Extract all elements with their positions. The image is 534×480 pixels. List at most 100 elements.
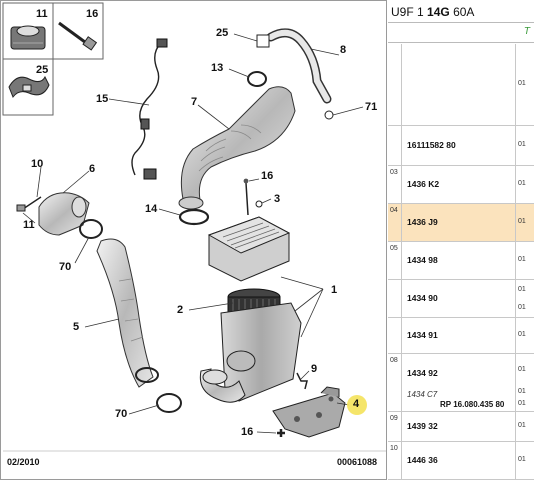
part-number[interactable]: 1439 32 bbox=[407, 421, 438, 431]
table-row[interactable]: 1434 90 01 01 bbox=[388, 280, 534, 318]
hose-clip-71 bbox=[324, 110, 334, 120]
model-bold: 14G bbox=[427, 5, 450, 19]
row-ref: 03 bbox=[388, 166, 402, 203]
row-part-cell: 1439 32 bbox=[402, 412, 516, 441]
callout-25-box: 25 bbox=[36, 64, 49, 76]
table-row[interactable]: 01 bbox=[388, 44, 534, 126]
clamp-ring-14 bbox=[178, 208, 210, 226]
row-part-cell: 1436 K2 bbox=[402, 166, 516, 203]
row-qty: 01 bbox=[518, 388, 526, 395]
header-letter: T bbox=[523, 26, 530, 37]
row-qty-cell: 01 bbox=[516, 166, 534, 203]
table-row[interactable]: 1434 91 01 bbox=[388, 318, 534, 354]
row-part-cell: 1434 90 bbox=[402, 280, 516, 317]
parts-diagram: 11 16 25 25 8 13 71 15 7 10 6 11 16 3 14… bbox=[0, 0, 387, 480]
row-qty: 01 bbox=[518, 331, 526, 338]
sensor-9 bbox=[296, 372, 308, 390]
clamp-ring-13 bbox=[247, 71, 267, 87]
air-filter-housing-1 bbox=[199, 302, 302, 403]
clamp-ring-hose-end bbox=[135, 367, 159, 383]
breather-connector-25 bbox=[256, 34, 270, 48]
harness-connector-bottom bbox=[143, 168, 157, 180]
mount-bracket-4 bbox=[272, 386, 346, 438]
part-number[interactable]: 1436 K2 bbox=[407, 179, 440, 189]
row-ref: 05 bbox=[388, 242, 402, 279]
callout-14: 14 bbox=[145, 203, 158, 215]
part-number[interactable]: 1434 92 bbox=[407, 368, 438, 378]
row-qty: 01 bbox=[518, 141, 526, 148]
part-number[interactable]: 16111582 80 bbox=[407, 140, 456, 150]
row-qty: 01 bbox=[518, 366, 526, 373]
date-code: 02/2010 bbox=[7, 457, 40, 467]
row-qty: 01 bbox=[518, 304, 526, 311]
wiring-harness-15 bbox=[131, 42, 162, 176]
row-qty-cell: 01 bbox=[516, 44, 534, 125]
callout-70-upper: 70 bbox=[59, 261, 72, 273]
row-part-cell: 1446 36 bbox=[402, 442, 516, 479]
part-number-alt: 1434 C7 bbox=[407, 390, 438, 399]
row-qty-cell: 01 bbox=[516, 242, 534, 279]
intake-duct-7 bbox=[180, 86, 296, 206]
callout-71: 71 bbox=[365, 101, 378, 113]
row-qty: 01 bbox=[518, 80, 526, 87]
parts-list-panel: U9F 1 14G 60A T 01 16111582 80 01 03 1436 K2… bbox=[388, 0, 534, 480]
row-ref: 10 bbox=[388, 442, 402, 479]
part-number[interactable]: 1434 98 bbox=[407, 255, 438, 265]
callout-1: 1 bbox=[331, 284, 338, 296]
callout-13: 13 bbox=[211, 62, 224, 74]
callout-11: 11 bbox=[23, 219, 35, 231]
model-num: 1 bbox=[417, 5, 424, 19]
callout-8: 8 bbox=[340, 44, 347, 56]
row-qty-cell: 01 bbox=[516, 442, 534, 479]
diagram-drawing bbox=[2, 2, 386, 452]
legend-box-25 bbox=[2, 58, 54, 116]
part-number[interactable]: 1434 90 bbox=[407, 293, 438, 303]
callout-16-top: 16 bbox=[261, 170, 274, 182]
row-qty-cell: 01 bbox=[516, 126, 534, 165]
table-header: T bbox=[388, 22, 534, 43]
part-number[interactable]: 1436 J9 bbox=[407, 217, 438, 227]
part-number[interactable]: 1434 91 bbox=[407, 330, 438, 340]
row-qty: 01 bbox=[518, 456, 526, 463]
row-qty: 01 bbox=[518, 256, 526, 263]
callout-11-box: 11 bbox=[36, 8, 48, 20]
part-number[interactable]: 1446 36 bbox=[407, 455, 438, 465]
callout-15: 15 bbox=[96, 93, 109, 105]
row-ref bbox=[388, 126, 402, 165]
model-suffix: 60A bbox=[453, 5, 475, 19]
callout-2: 2 bbox=[177, 304, 184, 316]
callout-6: 6 bbox=[89, 163, 96, 175]
row-ref bbox=[388, 44, 402, 125]
callout-10: 10 bbox=[31, 158, 44, 170]
harness-connector-mid bbox=[140, 118, 150, 130]
image-code: 00061088 bbox=[337, 457, 378, 467]
harness-connector-top bbox=[156, 38, 168, 48]
table-row[interactable]: 10 1446 36 01 bbox=[388, 442, 534, 480]
row-part-cell: 1436 J9 bbox=[402, 204, 516, 241]
clamp-ring-70-lower bbox=[156, 393, 182, 413]
model-header: U9F 1 14G 60A bbox=[388, 0, 534, 22]
row-qty: 01 bbox=[518, 286, 526, 293]
row-qty: 01 bbox=[518, 180, 526, 187]
row-ref bbox=[388, 280, 402, 317]
table-row[interactable]: 03 1436 K2 01 bbox=[388, 166, 534, 204]
callout-9: 9 bbox=[311, 363, 318, 375]
row-part-cell: 1434 91 bbox=[402, 318, 516, 353]
callout-7: 7 bbox=[191, 96, 198, 108]
row-qty: 01 bbox=[518, 400, 526, 407]
legend-boxes bbox=[2, 2, 104, 116]
table-row[interactable]: 16111582 80 01 bbox=[388, 126, 534, 166]
bolt-icon bbox=[58, 21, 98, 51]
row-qty: 01 bbox=[518, 422, 526, 429]
row-ref: 04 bbox=[388, 204, 402, 241]
row-ref: 08 bbox=[388, 354, 402, 411]
row-qty-cell: 01 bbox=[516, 318, 534, 353]
row-part-cell bbox=[402, 44, 516, 125]
silent-block-icon bbox=[10, 25, 46, 50]
fastener-16-bottom bbox=[277, 429, 285, 437]
table-row[interactable]: 05 1434 98 01 bbox=[388, 242, 534, 280]
legend-box-16 bbox=[52, 2, 104, 60]
